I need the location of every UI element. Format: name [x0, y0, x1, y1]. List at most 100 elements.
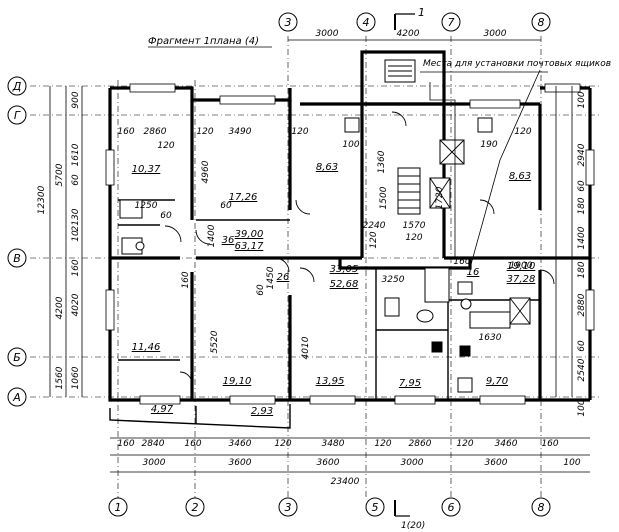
bottom-dim-row1: 120: [374, 439, 391, 449]
axis-top-2: 7: [441, 12, 461, 32]
room-area: 16: [467, 267, 480, 278]
room-area: 10,37: [132, 164, 161, 175]
interior-dim: 60: [220, 201, 232, 211]
interior-dim: 190: [480, 140, 497, 150]
room-area: 2,93: [251, 406, 273, 417]
right-dim: 180: [577, 261, 587, 278]
interior-dim: 120: [369, 231, 379, 248]
room-area: 19,10: [507, 261, 536, 272]
axis-left-2-label: В: [13, 252, 21, 265]
axis-top-3: 8: [531, 12, 551, 32]
axis-bottom-0-label: 1: [115, 501, 122, 514]
axis-bottom-1-circle: [185, 497, 205, 517]
room-area: 37,28: [507, 274, 536, 285]
axis-left-1-label: Г: [14, 109, 21, 122]
section-mark-top-label: 1: [418, 6, 425, 19]
right-dim: 60: [577, 340, 587, 352]
interior-dim: 100: [342, 140, 359, 150]
right-dim: 2880: [577, 293, 587, 316]
bottom-dim-row2: 100: [563, 458, 580, 468]
section-mark-bottom: 1(20): [394, 500, 425, 531]
interior-dim: 1400: [207, 224, 217, 247]
room-area: 19,10: [223, 376, 252, 387]
axis-top-2-label: 7: [448, 16, 455, 29]
room-area: 4,97: [151, 404, 174, 415]
top-dim: 3000: [316, 29, 339, 39]
axis-bubbles-top: 3 4 7 8: [278, 12, 551, 32]
left-dim-inner: 4020: [71, 293, 81, 316]
axis-left-0: Д: [7, 76, 27, 96]
interior-dim: 160: [117, 127, 134, 137]
right-dim: 180: [577, 197, 587, 214]
room-area: 63,17: [235, 241, 264, 252]
windows: [105, 83, 595, 405]
interior-dim: 1900: [510, 261, 533, 271]
axis-bottom-3-label: 5: [372, 501, 379, 514]
interior-dim: 4010: [301, 336, 311, 359]
axis-left-3-circle: [7, 347, 27, 367]
axis-top-2-circle: [441, 12, 461, 32]
loggias: [109, 404, 291, 429]
axis-left-3: Б: [7, 347, 27, 367]
mailbox-note: Места для установки почтовых ящиков: [423, 59, 611, 69]
room-area: 33,05: [330, 264, 359, 275]
interior-dim: 4960: [201, 160, 211, 183]
room-area: 9,70: [486, 376, 508, 387]
axis-bottom-5-label: 8: [538, 501, 545, 514]
axis-top-3-circle: [531, 12, 551, 32]
axis-left-1-circle: [7, 105, 27, 125]
interior-dim: 1630: [479, 333, 502, 343]
room-area: 36: [222, 235, 235, 246]
bottom-dim-row1: 160: [541, 439, 558, 449]
left-dim-outer: 12300: [37, 185, 47, 214]
axis-bottom-2: 3: [278, 497, 298, 517]
axis-top-0: 3: [278, 12, 298, 32]
bottom-dim-row1: 120: [456, 439, 473, 449]
axis-left-4-label: А: [12, 391, 21, 404]
bottom-dim-row1: 3480: [322, 439, 345, 449]
left-dim-mid: 5700: [55, 163, 65, 186]
section-mark-bottom-label: 1(20): [401, 521, 425, 531]
axis-top-1: 4: [356, 12, 376, 32]
axis-left-2-circle: [7, 248, 27, 268]
interior-dim: 60: [160, 211, 172, 221]
left-dim-mid: 1560: [55, 366, 65, 389]
left-dim-inner: 10: [71, 230, 81, 242]
top-dim: 3000: [484, 29, 507, 39]
interior-dim: 5520: [210, 330, 220, 353]
axis-left-0-label: Д: [12, 80, 22, 93]
axis-bottom-5-circle: [531, 497, 551, 517]
left-dim-inner: 60: [71, 174, 81, 186]
axis-bottom-1-label: 2: [192, 501, 199, 514]
axis-left-4: А: [7, 387, 27, 407]
right-dim: 1400: [577, 226, 587, 249]
right-dim: 60: [577, 180, 587, 192]
left-dim-inner: 1610: [71, 143, 81, 166]
axis-bubbles-left: Д Г В Б А: [7, 76, 27, 407]
room-area: 8,63: [509, 171, 531, 182]
room-area: 7,95: [399, 378, 421, 389]
section-mark-top: 1: [394, 6, 425, 30]
right-dim: 2540: [577, 358, 587, 381]
axis-bottom-4-circle: [441, 497, 461, 517]
axis-bottom-3: 5: [365, 497, 385, 517]
fixtures: [119, 117, 531, 393]
room-area: 39,00: [235, 229, 264, 240]
interior-dim: 120: [291, 127, 308, 137]
axis-left-0-circle: [7, 76, 27, 96]
bottom-dim-row1: 2860: [409, 439, 432, 449]
axis-bottom-1: 2: [185, 497, 205, 517]
axis-left-1: Г: [7, 105, 27, 125]
interior-dim: 120: [405, 233, 422, 243]
interior-dim: 1450: [266, 266, 276, 289]
interior-dim: 1720: [435, 186, 445, 209]
interior-dim: 2860: [144, 127, 167, 137]
interior-dim: 3490: [229, 127, 252, 137]
top-dim: 4200: [397, 29, 420, 39]
bottom-dim-row2: 3600: [229, 458, 252, 468]
interior-dim: 120: [157, 141, 174, 151]
axis-left-4-circle: [7, 387, 27, 407]
axis-left-3-label: Б: [13, 351, 21, 364]
